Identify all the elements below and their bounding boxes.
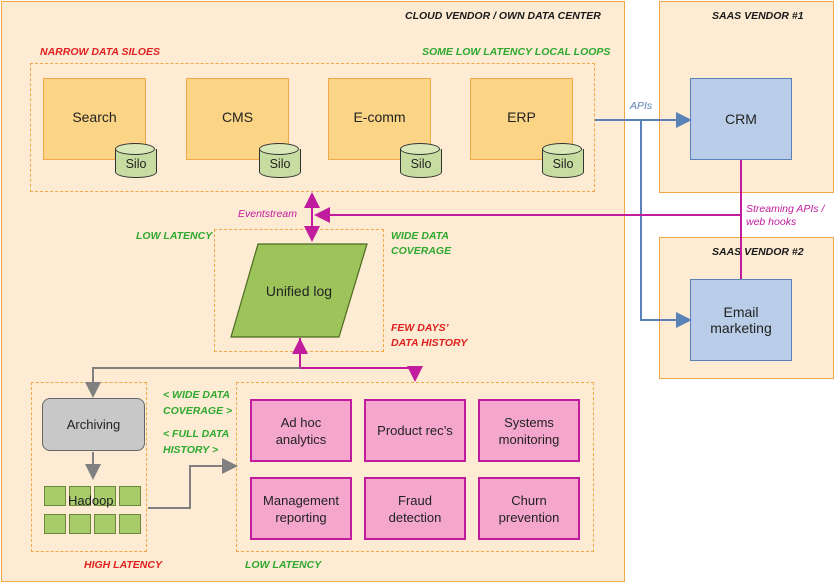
streaming-label-1: Streaming APIs / xyxy=(746,203,825,215)
app-label-2: reporting xyxy=(275,509,327,525)
saas-vendor-2-label: SAAS VENDOR #2 xyxy=(712,246,804,258)
wide-coverage-label-1: WIDE DATA xyxy=(391,230,449,242)
wide-coverage-mid-label-1: < WIDE DATA xyxy=(163,389,230,401)
full-history-label-1: < FULL DATA xyxy=(163,428,230,440)
system-label: Search xyxy=(72,109,117,125)
silo-label: Silo xyxy=(410,157,432,171)
app-label-1: Product rec’s xyxy=(377,423,453,438)
app-label-1: Ad hoc xyxy=(280,414,322,430)
wide-coverage-label-2: COVERAGE xyxy=(391,245,452,257)
local-loops-label: SOME LOW LATENCY LOCAL LOOPS xyxy=(422,46,611,58)
streaming-label-2: web hooks xyxy=(746,216,797,228)
silo-ecomm: Silo xyxy=(400,143,442,181)
app-label-1: Systems xyxy=(504,414,554,430)
system-label: E-comm xyxy=(353,109,406,125)
apis-label: APIs xyxy=(630,100,653,112)
app-label-2: detection xyxy=(388,509,442,525)
app-systems-monitoring: Systems monitoring xyxy=(478,399,580,462)
system-label: CMS xyxy=(221,109,254,125)
app-product-recs: Product rec’s xyxy=(364,399,466,462)
high-latency-label: HIGH LATENCY xyxy=(84,559,162,571)
narrow-silos-label: NARROW DATA SILOES xyxy=(40,46,160,58)
full-history-label-2: HISTORY > xyxy=(163,444,219,456)
few-days-label-2: DATA HISTORY xyxy=(391,337,468,349)
hadoop-label: Hadoop xyxy=(68,493,114,508)
app-fraud-detection: Fraud detection xyxy=(364,477,466,540)
eventstream-label: Eventstream xyxy=(238,208,297,220)
app-label-2: analytics xyxy=(275,431,327,447)
saas-vendor-1-label: SAAS VENDOR #1 xyxy=(712,10,804,22)
app-adhoc-analytics: Ad hoc analytics xyxy=(250,399,352,462)
email-label-2: marketing xyxy=(710,320,772,336)
silo-label: Silo xyxy=(552,157,574,171)
low-latency-top-label: LOW LATENCY xyxy=(136,230,213,242)
silo-label: Silo xyxy=(269,157,291,171)
silo-erp: Silo xyxy=(542,143,584,181)
app-label-2: prevention xyxy=(498,509,560,525)
silo-search: Silo xyxy=(115,143,157,181)
app-churn-prevention: Churn prevention xyxy=(478,477,580,540)
system-erp: ERP xyxy=(470,78,573,160)
app-management-reporting: Management reporting xyxy=(250,477,352,540)
app-label-2: monitoring xyxy=(498,431,560,447)
email-marketing-box: Email marketing xyxy=(690,279,792,361)
silo-label: Silo xyxy=(125,157,147,171)
unified-log-shape xyxy=(230,243,368,338)
app-label-1: Churn xyxy=(511,492,547,508)
crm-box: CRM xyxy=(690,78,792,160)
app-label-1: Management xyxy=(263,492,339,508)
unified-log-label: Unified log xyxy=(265,283,333,299)
silo-systems-group xyxy=(30,63,595,192)
low-latency-bottom-label: LOW LATENCY xyxy=(245,559,322,571)
silo-cms: Silo xyxy=(259,143,301,181)
cloud-vendor-label: CLOUD VENDOR / OWN DATA CENTER xyxy=(405,10,601,22)
few-days-label-1: FEW DAYS’ xyxy=(391,322,449,334)
system-cms: CMS xyxy=(186,78,289,160)
app-label-1: Fraud xyxy=(398,492,432,508)
system-label: ERP xyxy=(507,109,536,125)
email-label-1: Email xyxy=(723,304,759,320)
archiving-box: Archiving xyxy=(42,398,145,451)
wide-coverage-mid-label-2: COVERAGE > xyxy=(163,405,233,417)
